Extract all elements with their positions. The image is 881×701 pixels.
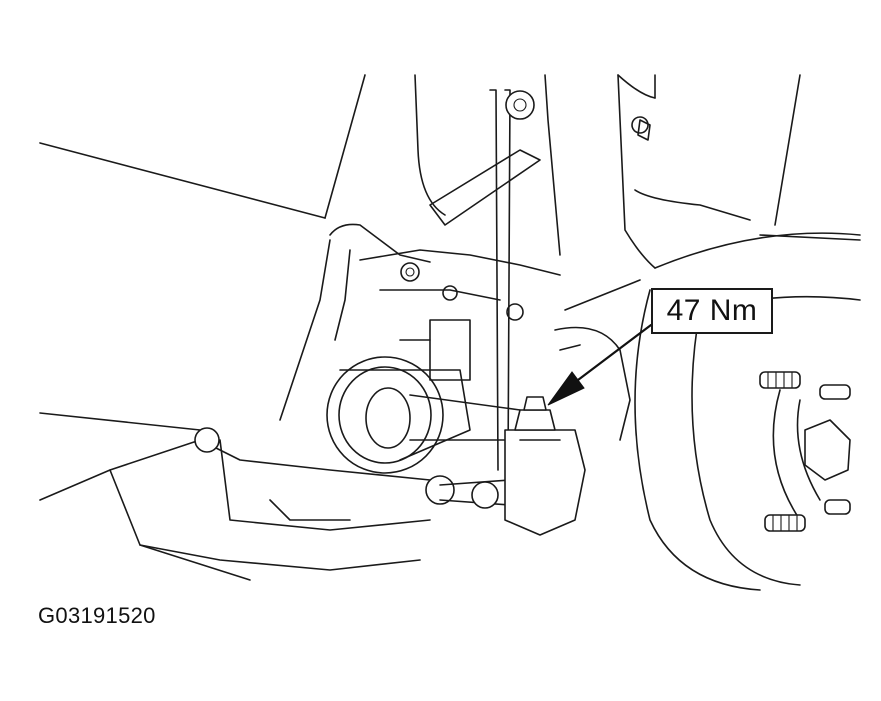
lower-control-arm: [39, 427, 455, 581]
wheel-studs: [759, 371, 851, 532]
tie-rod-end: [439, 396, 586, 536]
upper-control-arm: [279, 223, 561, 421]
figure-id-label: G03191520: [38, 603, 156, 628]
steering-knuckle: [554, 279, 641, 441]
background-reference-lines: [39, 74, 366, 431]
torque-value-label: 47 Nm: [666, 294, 758, 327]
body-frame: [414, 74, 801, 269]
drive-shaft: [326, 356, 521, 474]
stabilizer-link: [429, 89, 651, 471]
wheel-hub: [772, 389, 851, 521]
callout-leader: [547, 323, 653, 406]
torque-callout-box: 47 Nm: [651, 288, 773, 334]
arrow-head-icon: [547, 371, 585, 406]
brake-rotor: [634, 232, 861, 591]
